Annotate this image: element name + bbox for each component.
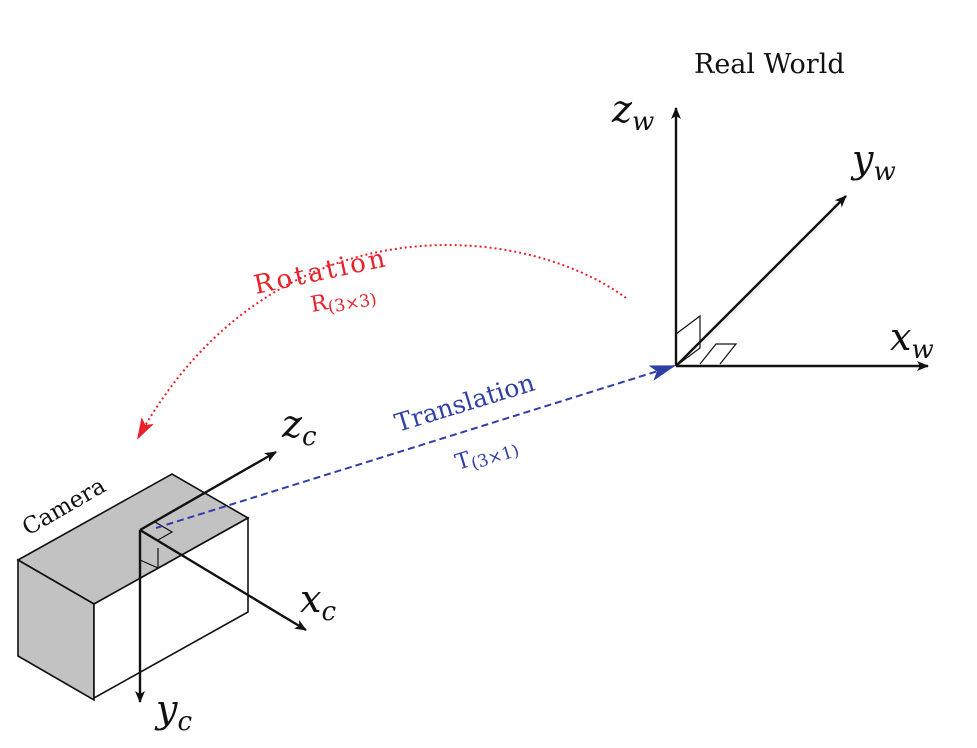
camera-y-axis-label: yc xyxy=(154,687,192,737)
world-title: Real World xyxy=(694,49,845,80)
camera-z-axis-label: zc xyxy=(281,402,317,452)
translation-arrow xyxy=(155,365,676,529)
world-z-axis-label: zw xyxy=(611,87,654,137)
world-right-angle-marks xyxy=(675,314,738,367)
rotation-arrow xyxy=(137,244,627,440)
camera-x-axis xyxy=(139,528,307,632)
camera-body xyxy=(16,473,250,702)
camera-side-face xyxy=(17,558,95,702)
world-y-axis-label: yw xyxy=(850,137,896,187)
camera-x-axis-label: xc xyxy=(300,577,336,627)
camera-front-face xyxy=(93,516,249,700)
translation-label: Translation xyxy=(391,368,538,438)
camera-z-axis xyxy=(139,450,277,532)
translation-matrix-label: T(3×1) xyxy=(452,433,521,478)
world-x-axis-label: xw xyxy=(890,315,934,365)
world-y-axis xyxy=(675,195,847,367)
